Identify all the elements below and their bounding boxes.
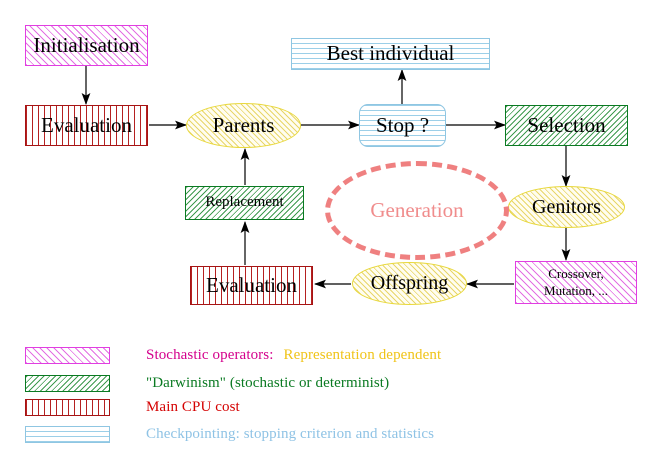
node-evaluation-top-label: Evaluation xyxy=(41,112,132,137)
legend-row-checkpointing: Checkpointing: stopping criterion and st… xyxy=(25,426,434,443)
node-offspring-label: Offspring xyxy=(370,272,449,295)
node-stop-label: Stop ? xyxy=(375,112,430,137)
legend-row-cpu: Main CPU cost xyxy=(25,399,240,416)
node-best-individual-label: Best individual xyxy=(326,41,455,66)
node-stop[interactable]: Stop ? xyxy=(359,104,446,147)
node-evaluation-top[interactable]: Evaluation xyxy=(25,105,148,146)
node-generation: Generation xyxy=(325,161,509,260)
node-parents-label: Parents xyxy=(212,112,275,137)
node-initialisation[interactable]: Initialisation xyxy=(25,25,148,66)
node-crossover-mutation-label: Crossover, Mutation, ... xyxy=(544,266,608,298)
node-replacement[interactable]: Replacement xyxy=(185,186,304,220)
node-offspring[interactable]: Offspring xyxy=(352,262,467,305)
node-crossover-mutation[interactable]: Crossover, Mutation, ... xyxy=(515,261,637,304)
legend-swatch-blue xyxy=(25,426,110,443)
legend-row-darwinism: "Darwinism" (stochastic or determinist) xyxy=(25,375,389,392)
node-initialisation-label: Initialisation xyxy=(33,32,140,57)
legend-label-stochastic: Stochastic operators: xyxy=(146,347,274,363)
node-genitors[interactable]: Genitors xyxy=(508,186,625,228)
node-best-individual[interactable]: Best individual xyxy=(291,38,490,70)
node-selection[interactable]: Selection xyxy=(505,105,628,146)
node-genitors-label: Genitors xyxy=(532,195,601,218)
legend-row-stochastic: Stochastic operators: Representation dep… xyxy=(25,347,441,364)
legend-label-representation: Representation dependent xyxy=(283,347,442,363)
node-evaluation-bottom-label: Evaluation xyxy=(206,272,297,297)
legend-label-checkpointing: Checkpointing: stopping criterion and st… xyxy=(146,426,435,442)
node-parents[interactable]: Parents xyxy=(186,103,301,148)
node-selection-label: Selection xyxy=(527,112,606,137)
legend-label-darwinism: "Darwinism" (stochastic or determinist) xyxy=(146,375,390,391)
legend-swatch-magenta xyxy=(25,347,110,364)
legend-swatch-red xyxy=(25,399,110,416)
legend-label-cpu: Main CPU cost xyxy=(146,399,240,415)
node-evaluation-bottom[interactable]: Evaluation xyxy=(190,266,313,305)
legend-swatch-green xyxy=(25,375,110,392)
node-replacement-label: Replacement xyxy=(205,194,284,211)
node-generation-label: Generation xyxy=(370,198,464,222)
